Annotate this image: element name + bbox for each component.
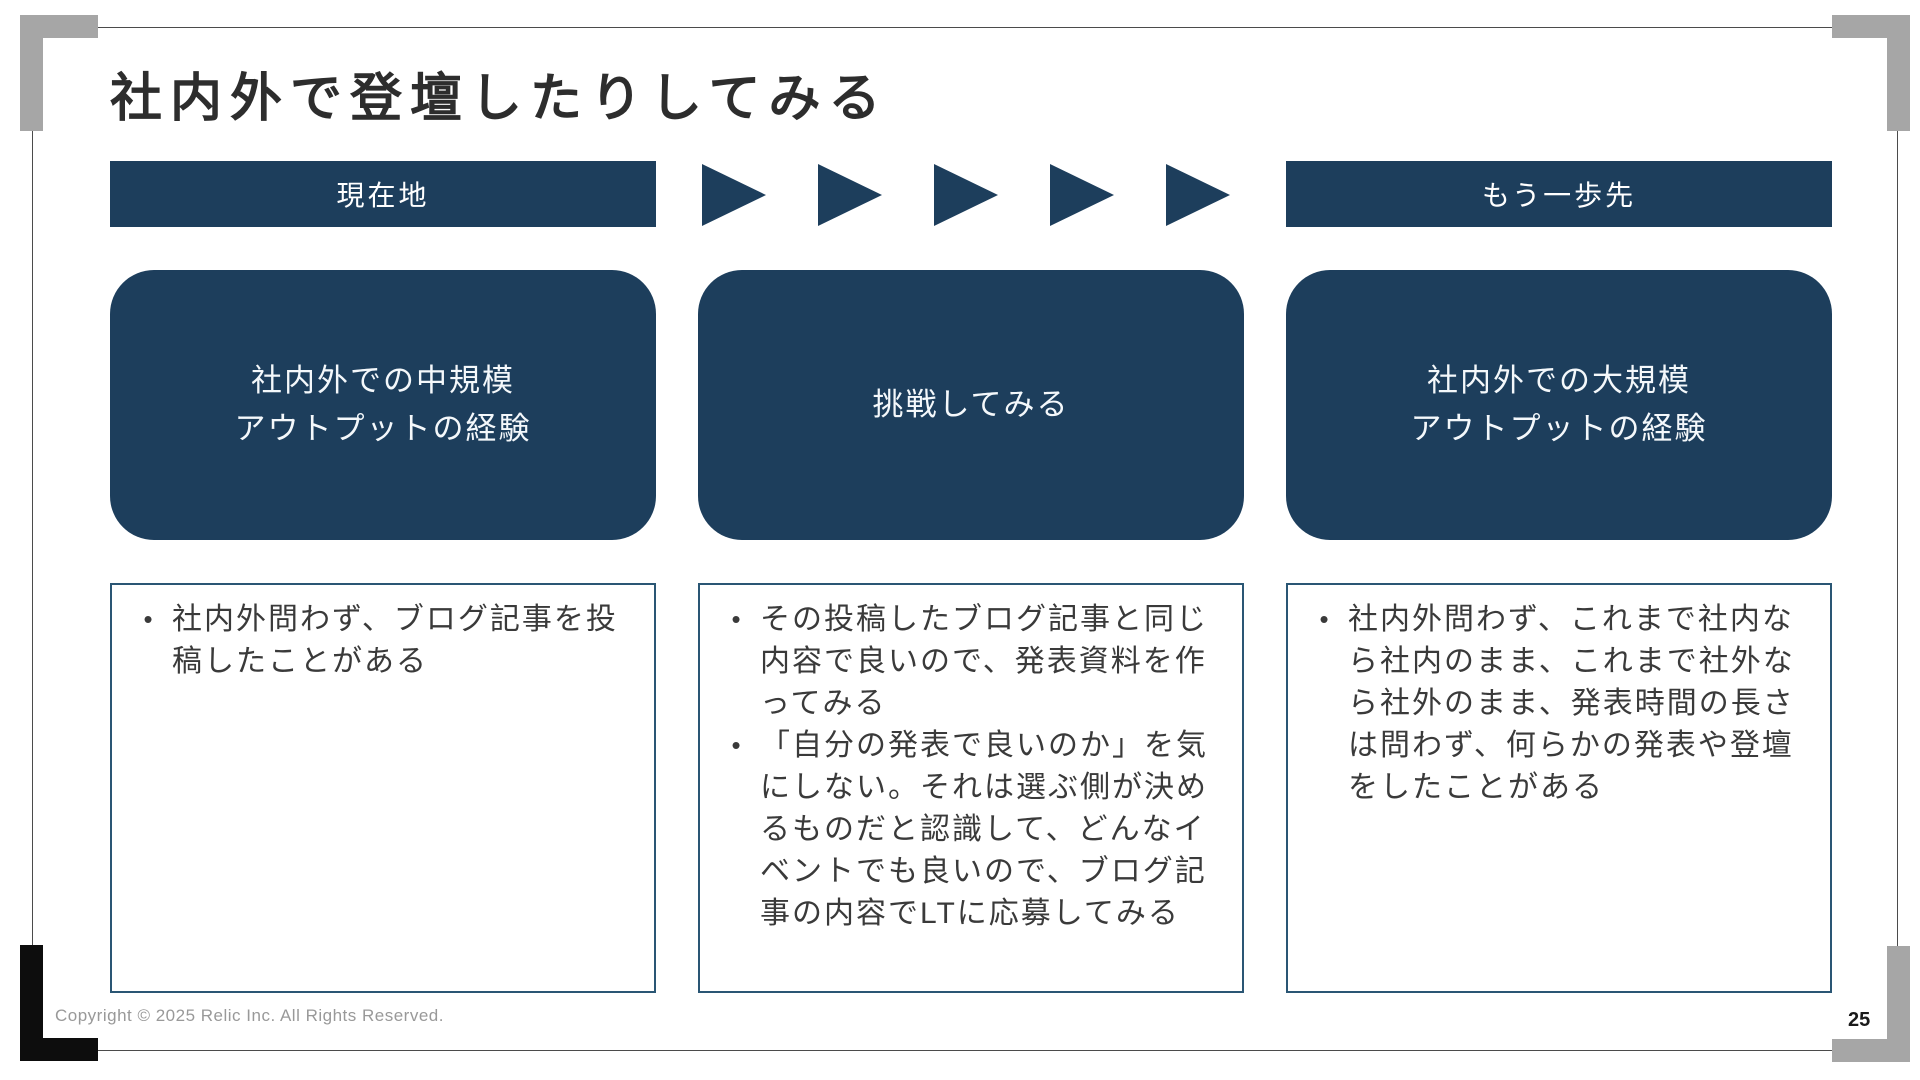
current-position-bar: 現在地 <box>110 161 656 227</box>
slide-title: 社内外で登壇したりしてみる <box>110 70 889 128</box>
bullet-list: • 社内外問わず、これまで社内なら社内のまま、これまで社外なら社外のまま、発表時… <box>1302 599 1814 809</box>
bullet-dot: • <box>731 730 743 760</box>
footer-copyright: Copyright © 2025 Relic Inc. All Rights R… <box>55 1006 444 1025</box>
detail-box-next: • 社内外問わず、これまで社内なら社内のまま、これまで社外なら社外のまま、発表時… <box>1286 583 1832 993</box>
bullet-item: • 社内外問わず、ブログ記事を投稿したことがある <box>126 599 638 683</box>
bullet-item: • その投稿したブログ記事と同じ内容で良いので、発表資料を作ってみる <box>714 599 1226 725</box>
bullet-dot: • <box>143 604 155 634</box>
next-step-label: もう一歩先 <box>1481 180 1637 211</box>
stage-box-current: 社内外での中規模 アウトプットの経験 <box>110 270 656 540</box>
bullet-list: • 社内外問わず、ブログ記事を投稿したことがある <box>126 599 638 683</box>
corner-bracket-bottom-right-icon <box>1832 946 1910 1062</box>
corner-bracket-top-right-icon <box>1832 15 1910 131</box>
bullet-list: • その投稿したブログ記事と同じ内容で良いので、発表資料を作ってみる • 「自分… <box>714 599 1226 935</box>
bullet-text: その投稿したブログ記事と同じ内容で良いので、発表資料を作ってみる <box>760 603 1208 720</box>
bullet-dot: • <box>731 604 743 634</box>
corner-bracket-bottom-left-icon <box>20 945 98 1061</box>
stage-box-next-label: 社内外での大規模 アウトプットの経験 <box>1410 362 1708 446</box>
arrow-right-icon <box>1166 164 1230 226</box>
progress-arrows <box>702 164 1230 226</box>
stage-box-challenge: 挑戦してみる <box>698 270 1244 540</box>
arrow-right-icon <box>702 164 766 226</box>
bullet-item: • 「自分の発表で良いのか」を気にしない。それは選ぶ側が決めるものだと認識して、… <box>714 725 1226 935</box>
slide-frame-line <box>32 27 1898 1051</box>
next-step-bar: もう一歩先 <box>1286 161 1832 227</box>
bullet-text: 「自分の発表で良いのか」を気にしない。それは選ぶ側が決めるものだと認識して、どん… <box>760 729 1208 930</box>
detail-box-current: • 社内外問わず、ブログ記事を投稿したことがある <box>110 583 656 993</box>
stage-box-current-label: 社内外での中規模 アウトプットの経験 <box>234 362 532 446</box>
bullet-text: 社内外問わず、これまで社内なら社内のまま、これまで社外なら社外のまま、発表時間の… <box>1348 603 1795 804</box>
stage-box-next: 社内外での大規模 アウトプットの経験 <box>1286 270 1832 540</box>
page-number: 25 <box>1848 1009 1871 1031</box>
arrow-right-icon <box>818 164 882 226</box>
current-position-label: 現在地 <box>336 180 430 211</box>
stage-box-challenge-label: 挑戦してみる <box>872 386 1070 422</box>
bullet-item: • 社内外問わず、これまで社内なら社内のまま、これまで社外なら社外のまま、発表時… <box>1302 599 1814 809</box>
arrow-right-icon <box>1050 164 1114 226</box>
bullet-text: 社内外問わず、ブログ記事を投稿したことがある <box>172 603 618 678</box>
bullet-dot: • <box>1319 604 1331 634</box>
corner-bracket-top-left-icon <box>20 15 98 131</box>
arrow-right-icon <box>934 164 998 226</box>
detail-box-challenge: • その投稿したブログ記事と同じ内容で良いので、発表資料を作ってみる • 「自分… <box>698 583 1244 993</box>
